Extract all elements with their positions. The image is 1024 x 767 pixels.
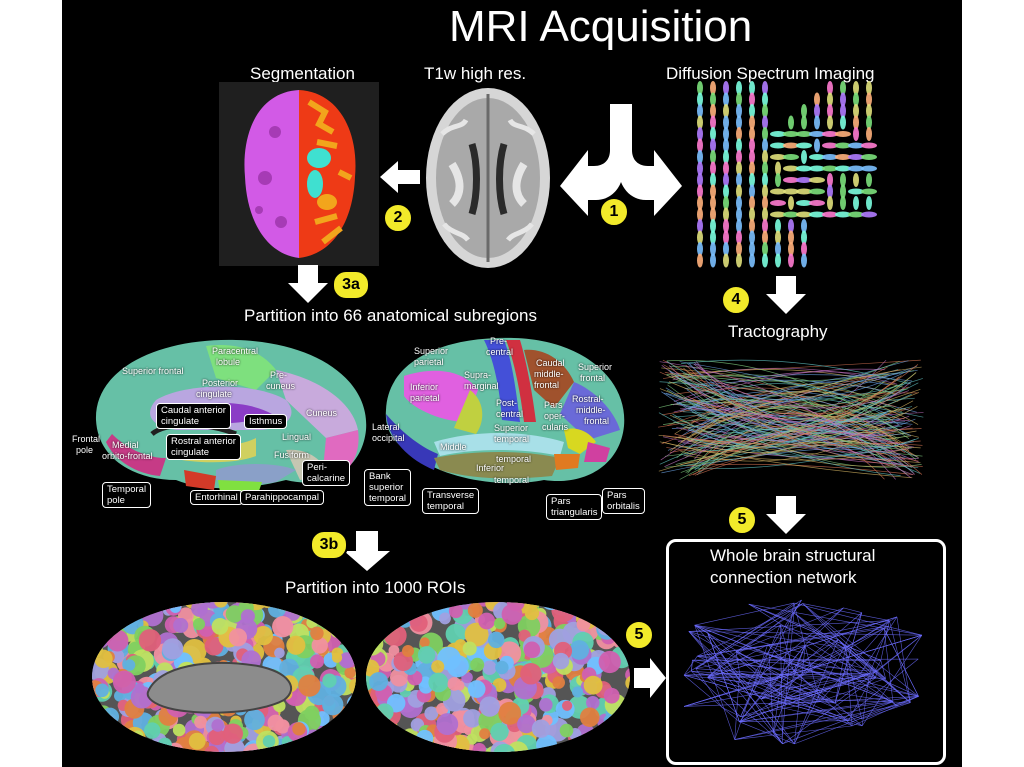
lateral-brain-1000 — [366, 602, 630, 752]
tractography-image — [658, 359, 924, 480]
network-label-line1: Whole brain structural — [710, 546, 876, 565]
arrow-left-icon — [380, 161, 420, 193]
label-supramarginal-1: Supra- — [464, 370, 492, 380]
arrow-down-icon-3a — [288, 265, 328, 303]
label-precentral-1: Pre- — [490, 336, 508, 346]
label-fusiform: Fusiform — [274, 450, 310, 460]
tractography-label: Tractography — [728, 322, 828, 341]
arrow-down-icon-4 — [766, 276, 806, 314]
label-lateral-occipital-2: occipital — [372, 433, 405, 443]
label-postcentral-2: central — [496, 409, 524, 419]
tag-isthmus: Isthmus — [244, 414, 288, 429]
step-badge-4: 4 — [721, 285, 751, 315]
arrow-down-icon-5 — [766, 496, 806, 534]
segmentation-image — [219, 82, 379, 266]
label-frontal-pole-1: Frontal — [72, 434, 101, 444]
label-paracentral-1: Paracentral — [212, 346, 259, 356]
label-pars-opercularis-3: cularis — [542, 422, 569, 432]
label-middle-temporal-1: Middle — [440, 442, 467, 452]
label-superior-frontal-lat-2: frontal — [580, 373, 606, 383]
label-caudal-middle-frontal-1: Caudal — [536, 358, 565, 368]
label-medial-orbitofrontal-1: Medial — [112, 440, 139, 450]
label-inferior-temporal-2: temporal — [494, 475, 530, 485]
partition1000-label: Partition into 1000 ROIs — [285, 578, 466, 597]
step-badge-2: 2 — [383, 203, 413, 233]
label-cuneus: Cuneus — [306, 408, 338, 418]
label-postcentral-1: Post- — [496, 398, 518, 408]
label-posterior-cingulate-1: Posterior — [202, 378, 239, 388]
label-supramarginal-2: marginal — [464, 381, 499, 391]
label-precuneus-2: cuneus — [266, 381, 296, 391]
step-badge-3a: 3a — [332, 270, 370, 300]
label-precuneus-1: Pre- — [270, 370, 288, 380]
split-arrow-icon — [560, 104, 682, 216]
label-superior-temporal-1: Superior — [494, 423, 529, 433]
label-paracentral-2: lobule — [216, 357, 241, 367]
t1w-label: T1w high res. — [424, 64, 527, 83]
step-badge-1: 1 — [599, 197, 629, 227]
label-rostral-middle-frontal-1: Rostral- — [572, 394, 604, 404]
label-lingual: Lingual — [282, 432, 312, 442]
label-medial-orbitofrontal-2: orbito-frontal — [102, 451, 153, 461]
step-badge-3b: 3b — [310, 530, 348, 560]
label-superior-parietal-1: Superior — [414, 346, 449, 356]
slide: MRI Acquisition Segmentation T1w high re… — [62, 0, 962, 767]
network-image — [683, 599, 923, 745]
tag-entorhinal: Entorhinal — [190, 490, 243, 505]
arrow-down-icon-3b — [344, 531, 390, 571]
label-rostral-middle-frontal-2: middle- — [576, 405, 606, 415]
label-inferior-parietal-2: parietal — [410, 393, 440, 403]
label-middle-temporal-2: temporal — [496, 454, 532, 464]
label-superior-parietal-2: parietal — [414, 357, 444, 367]
step-badge-5-top: 5 — [727, 505, 757, 535]
arrow-right-icon — [634, 658, 666, 698]
step-badge-5-left: 5 — [624, 620, 654, 650]
segmentation-label: Segmentation — [250, 64, 355, 83]
dsi-label: Diffusion Spectrum Imaging — [666, 64, 875, 83]
label-pars-opercularis-2: oper- — [544, 411, 566, 421]
network-frame — [666, 539, 946, 765]
medial-brain-66 — [95, 339, 367, 494]
dsi-image — [697, 81, 877, 268]
partition66-label: Partition into 66 anatomical subregions — [244, 306, 537, 325]
label-frontal-pole-2: pole — [76, 445, 94, 455]
tag-parahippocampal: Parahippocampal — [240, 490, 324, 505]
tag-pericalcarine: Peri-calcarine — [302, 460, 351, 486]
label-superior-frontal-medial: Superior frontal — [122, 366, 184, 376]
label-caudal-middle-frontal-3: frontal — [534, 380, 560, 390]
label-pars-opercularis-1: Pars — [544, 400, 563, 410]
label-precentral-2: central — [486, 347, 514, 357]
lateral-brain-66 — [385, 337, 625, 484]
label-inferior-temporal-1: Inferior — [476, 463, 505, 473]
slide-title: MRI Acquisition — [449, 2, 753, 51]
label-rostral-middle-frontal-3: frontal — [584, 416, 610, 426]
network-label-line2: connection network — [710, 568, 857, 587]
label-superior-frontal-lat-1: Superior — [578, 362, 613, 372]
t1w-image — [426, 88, 550, 268]
label-caudal-middle-frontal-2: middle- — [534, 369, 564, 379]
medial-brain-1000 — [92, 602, 356, 752]
label-superior-temporal-2: temporal — [494, 434, 530, 444]
label-posterior-cingulate-2: cingulate — [196, 389, 233, 399]
label-inferior-parietal-1: Inferior — [410, 382, 439, 392]
label-lateral-occipital-1: Lateral — [372, 422, 400, 432]
